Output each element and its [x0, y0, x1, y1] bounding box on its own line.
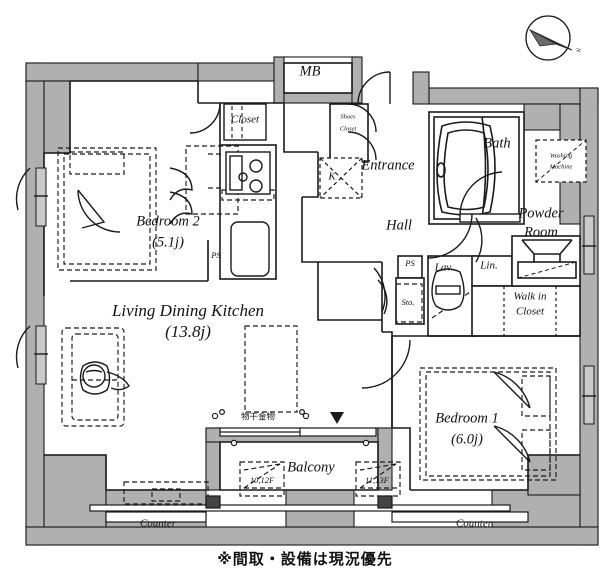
room-area-bedroom1: (6.0j)	[451, 431, 483, 447]
label-shoes-closet-line2: Closet	[340, 125, 357, 132]
label-balcony-unit-b: 11,13F	[365, 475, 389, 485]
room-labels: Bedroom 2 (5.1j) Living Dining Kitchen (…	[111, 135, 564, 475]
label-ps-kitchen: PS	[210, 250, 221, 260]
label-lav: Lav.	[434, 262, 453, 274]
fixture-labels: MB Closet Shoes Closet K Washing Machine…	[140, 63, 573, 529]
interior-partitions	[43, 62, 587, 491]
label-ps-hall: PS	[404, 258, 415, 268]
label-lin: Lin.	[479, 260, 497, 272]
footer-note: ※間取・設備は現況優先	[217, 550, 393, 568]
laundry-rail-markers	[211, 412, 310, 420]
label-walkin-closet-line2: Closet	[516, 306, 545, 318]
room-label-powderroom-2: Room	[523, 224, 558, 240]
room-area-bedroom2: (5.1j)	[152, 234, 184, 250]
room-label-bath: Bath	[483, 135, 510, 151]
north-label: N	[575, 47, 582, 53]
label-mb: MB	[299, 63, 321, 79]
room-label-bedroom1: Bedroom 1	[435, 410, 499, 426]
label-balcony-unit-a: 10,12F	[250, 475, 275, 485]
room-label-hall: Hall	[385, 217, 412, 233]
label-sto: Sto.	[402, 297, 415, 307]
north-arrow: N	[525, 15, 582, 61]
room-label-entrance: Entrance	[360, 157, 415, 173]
label-genkan-k: K	[327, 171, 336, 183]
label-closet: Closet	[231, 114, 260, 126]
label-washing-machine-line1: Washing	[550, 152, 573, 159]
label-laundry-rail: 物干金物	[241, 412, 276, 423]
room-label-bedroom2: Bedroom 2	[136, 213, 200, 229]
door-swings	[15, 71, 596, 463]
label-counter-left: Counter	[140, 518, 177, 530]
balcony-glazing	[89, 409, 529, 523]
fixtures	[79, 151, 465, 395]
furniture-dashed	[57, 145, 557, 505]
room-label-balcony: Balcony	[287, 459, 335, 475]
label-walkin-closet-line1: Walk in	[514, 291, 547, 303]
label-washing-machine-line2: Machine	[549, 163, 573, 170]
label-shoes-closet-line1: Shoes	[340, 113, 356, 120]
room-label-powderroom: Powder	[517, 205, 563, 221]
room-label-ldk: Living Dining Kitchen	[111, 301, 264, 320]
label-counter-right: Counter	[456, 518, 493, 530]
room-area-ldk: (13.8j)	[165, 322, 211, 341]
